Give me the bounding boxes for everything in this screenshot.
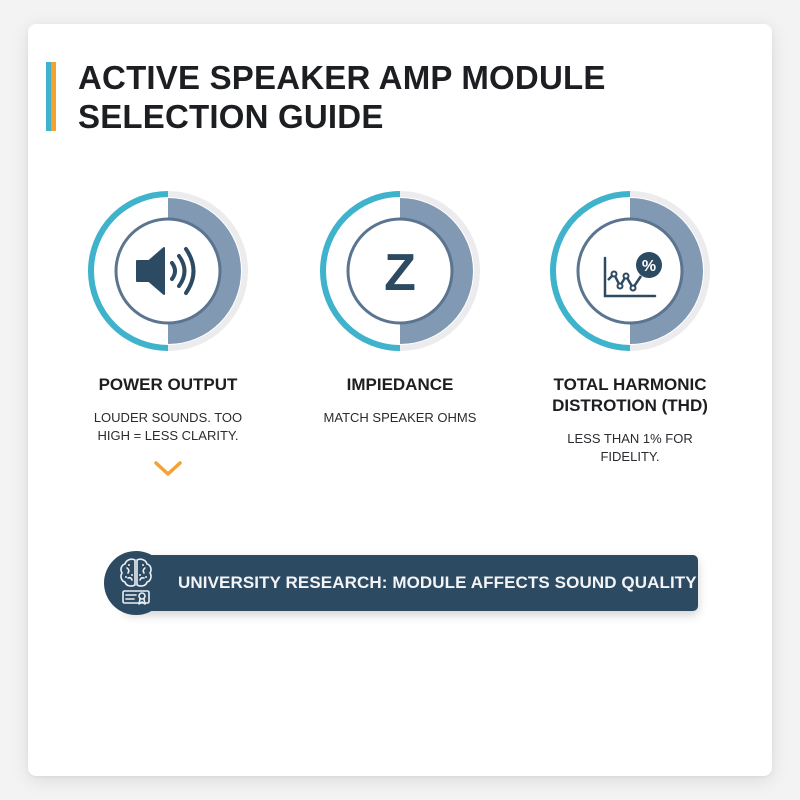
banner-bar	[124, 555, 698, 611]
title-accent-bar	[46, 62, 56, 131]
title-line-2: SELECTION GUIDE	[78, 98, 384, 135]
speaker-volume-icon	[136, 247, 196, 295]
feature-title: TOTAL HARMONIC DISTROTION (THD)	[552, 375, 708, 415]
distortion-chart-percent-icon: %	[603, 252, 662, 298]
banner-text: UNIVERSITY RESEARCH: MODULE AFFECTS SOUN…	[178, 573, 697, 592]
progress-ring: Z	[320, 191, 480, 351]
guide-card: ACTIVE SPEAKER AMP MODULE SELECTION GUID…	[28, 24, 772, 776]
accent-teal	[46, 62, 51, 131]
page-title: ACTIVE SPEAKER AMP MODULE SELECTION GUID…	[78, 58, 606, 136]
power-output-ring	[87, 190, 249, 352]
progress-ring	[88, 191, 248, 351]
thd-ring: %	[549, 190, 711, 352]
impedance-z-icon: Z	[384, 244, 416, 302]
feature-impedance: Z IMPIEDANCE MATCH SPEAKER OHMS	[290, 190, 510, 427]
accent-orange	[51, 62, 56, 131]
svg-text:%: %	[642, 258, 656, 275]
feature-title: POWER OUTPUT	[98, 375, 238, 394]
research-banner: UNIVERSITY RESEARCH: MODULE AFFECTS SOUN…	[104, 551, 698, 615]
banner-badge	[104, 551, 168, 615]
title-line-1: ACTIVE SPEAKER AMP MODULE	[78, 59, 606, 96]
feature-thd: % TOTAL HARMONIC DISTROTION (THD) LESS T…	[520, 190, 740, 466]
feature-title: IMPIEDANCE	[346, 375, 454, 394]
feature-power-output: POWER OUTPUT LOUDER SOUNDS. TOO HIGH = L…	[58, 190, 278, 479]
feature-description: MATCH SPEAKER OHMS	[323, 410, 477, 425]
chevron-down-icon[interactable]	[153, 459, 183, 479]
feature-description: LOUDER SOUNDS. TOO HIGH = LESS CLARITY.	[93, 410, 243, 443]
feature-description: LESS THAN 1% FOR FIDELITY.	[567, 431, 693, 464]
brain-certificate-icon	[120, 558, 152, 605]
progress-ring: %	[550, 191, 710, 351]
impedance-ring: Z	[319, 190, 481, 352]
